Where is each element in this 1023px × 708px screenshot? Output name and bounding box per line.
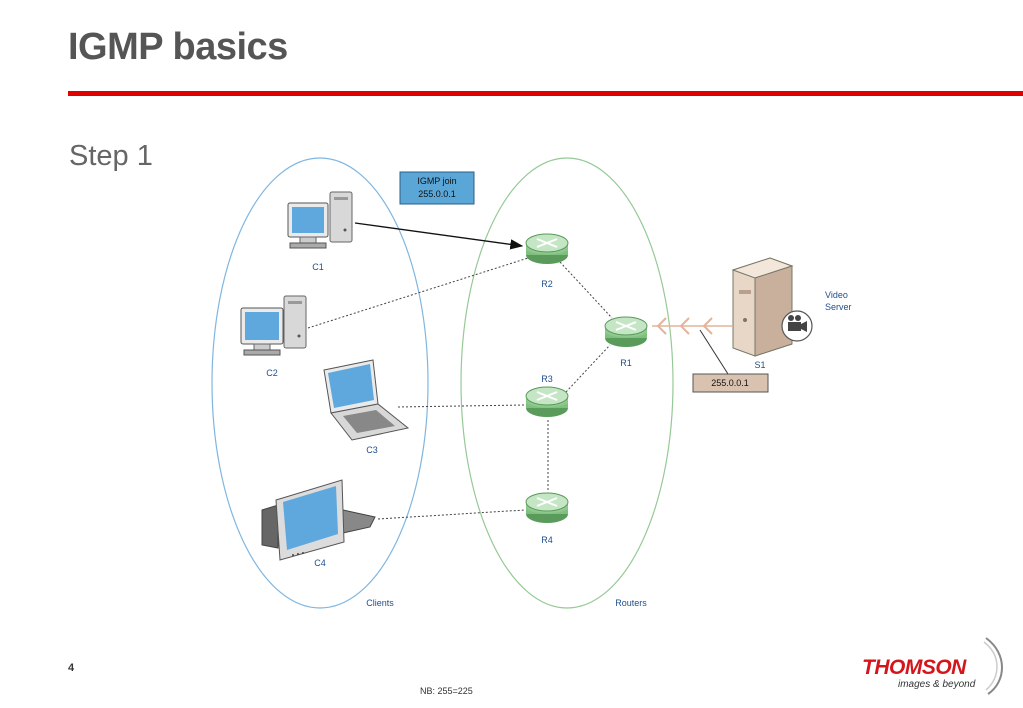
- logo-swoosh-icon: [983, 637, 1003, 695]
- label-c1: C1: [312, 262, 324, 272]
- server-icon-s1: [731, 257, 794, 357]
- label-server: Server: [825, 302, 852, 312]
- group-box-pointer: [699, 329, 729, 375]
- tv-monitor-icon-c4: [261, 479, 376, 561]
- title-underline: [68, 91, 1023, 96]
- group-address-box: [692, 373, 769, 393]
- label-c3: C3: [366, 445, 378, 455]
- link-r2-r1: [559, 261, 613, 319]
- router-icon-r3: [525, 386, 569, 417]
- laptop-icon-c3: [323, 359, 410, 441]
- label-r3: R3: [541, 374, 553, 384]
- igmp-join-line2: 255.0.0.1: [418, 189, 456, 199]
- step-heading: Step 1: [69, 140, 153, 172]
- group-address-text: 255.0.0.1: [711, 378, 749, 388]
- link-c4-r4: [377, 509, 526, 520]
- router-icon-r1: [604, 316, 648, 347]
- label-r1: R1: [620, 358, 632, 368]
- logo-brand: THOMSON: [862, 656, 966, 679]
- label-clients: Clients: [366, 598, 394, 608]
- label-r4: R4: [541, 535, 553, 545]
- video-camera-icon: [781, 310, 813, 342]
- igmp-join-line1: IGMP join: [417, 176, 456, 186]
- link-c1-r2: [354, 222, 524, 250]
- desktop-computer-icon-c2: [240, 295, 307, 356]
- igmp-join-box: [399, 171, 475, 205]
- router-icon-r2: [525, 233, 569, 264]
- thomson-logo: THOMSON images & beyond: [858, 636, 1008, 698]
- label-c2: C2: [266, 368, 278, 378]
- label-routers: Routers: [615, 598, 647, 608]
- page-number: 4: [68, 662, 75, 674]
- link-r3-r1: [565, 344, 611, 393]
- label-r2: R2: [541, 279, 553, 289]
- link-c2-r2: [307, 257, 529, 329]
- routers-ellipse: [460, 157, 674, 609]
- label-c4: C4: [314, 558, 326, 568]
- slide-title: IGMP basics: [68, 26, 288, 68]
- label-video: Video: [825, 290, 848, 300]
- clients-ellipse: [211, 157, 429, 609]
- footnote: NB: 255=225: [420, 686, 473, 696]
- router-icon-r4: [525, 492, 569, 523]
- logo-tagline: images & beyond: [898, 679, 976, 690]
- desktop-computer-icon-c1: [287, 191, 353, 249]
- label-s1: S1: [754, 360, 765, 370]
- link-c3-r3: [397, 404, 526, 408]
